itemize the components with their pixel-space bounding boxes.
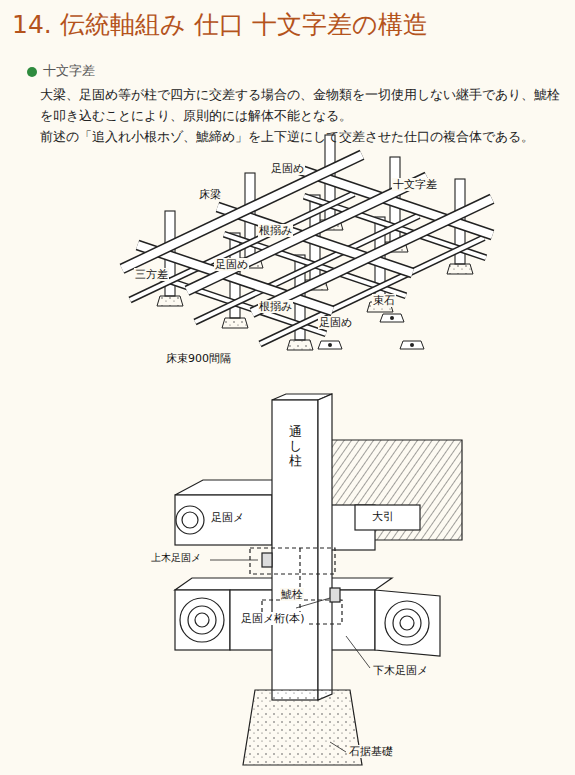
part-label: 足固め: [214, 258, 249, 271]
part-label: 十文字差: [392, 178, 438, 191]
part-label: 根搦み: [258, 300, 293, 313]
part-label: 床梁: [198, 188, 222, 201]
part-label: 上木足固メ: [150, 552, 202, 564]
part-label: 足固メ桁(本): [240, 612, 306, 625]
section-heading: 十文字差: [42, 63, 96, 79]
part-label: 鯱栓: [280, 588, 304, 601]
part-label: 根搦み: [258, 224, 293, 237]
part-label: 足固め: [318, 316, 353, 329]
bullet: [27, 67, 37, 77]
part-label: 大引: [371, 510, 395, 523]
part-label: 足固め: [270, 162, 305, 175]
part-label: 下木足固メ: [372, 664, 429, 677]
body-text: 前述の「追入れ小根ホゾ、鯱締め」を上下逆にして交差させた仕口の複合体である。: [40, 126, 570, 147]
joint-detail: [175, 394, 462, 765]
part-label: 通し柱: [288, 425, 303, 468]
part-label: 束石: [372, 294, 396, 307]
body-text: 大梁、足固め等が柱で四方に交差する場合の、金物類を一切使用しない継手であり、鯱栓…: [40, 84, 570, 126]
page-title: 14. 伝統軸組み 仕口 十文字差の構造: [12, 10, 428, 40]
part-label: 床束900間隔: [165, 352, 232, 365]
part-label: 石据基礎: [348, 745, 394, 758]
part-label: 三方差: [134, 268, 169, 281]
frame-perspective: [122, 135, 493, 350]
part-label: 足固メ: [210, 511, 245, 524]
